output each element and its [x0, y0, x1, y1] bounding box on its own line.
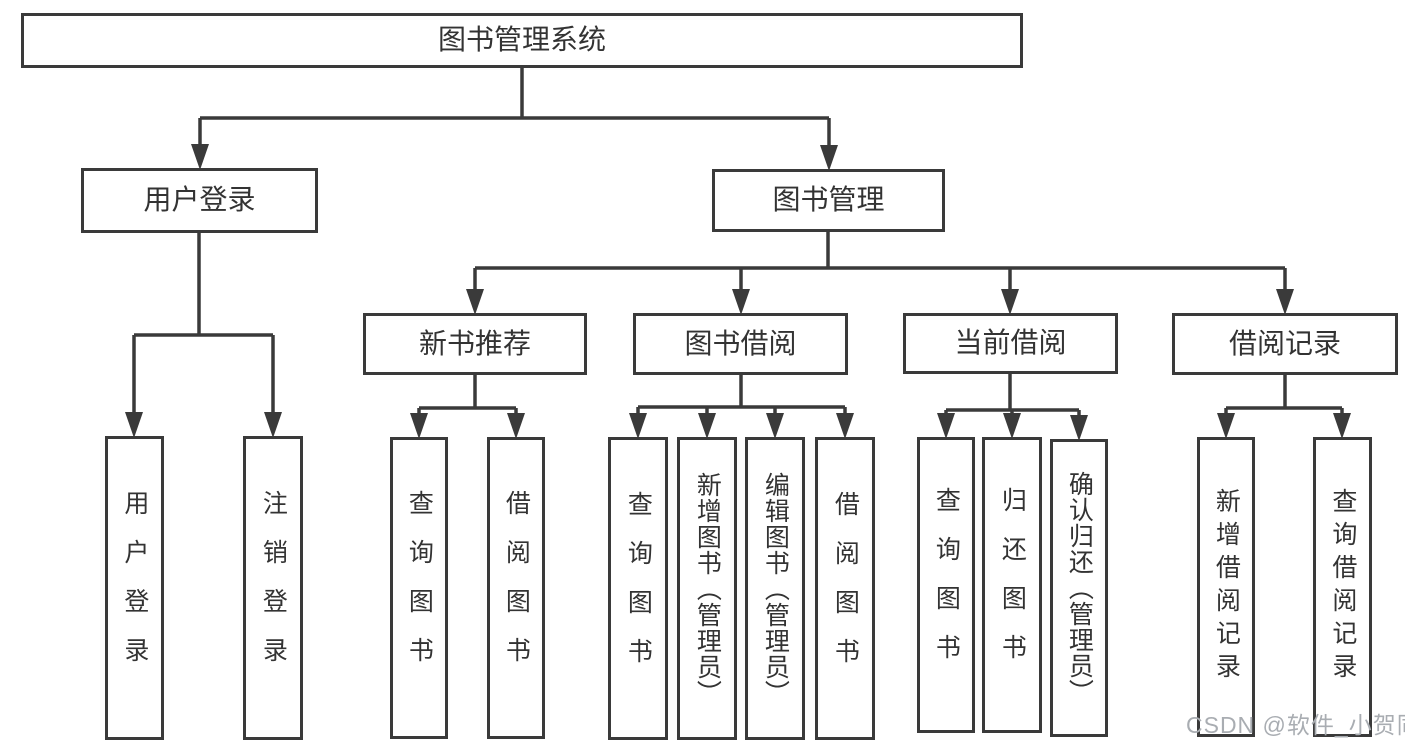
leaf-current-return-books: 归还图书	[982, 437, 1042, 733]
leaf-current-query-books: 查询图书	[917, 437, 975, 733]
leaf-newbook-borrow-books: 借阅图书	[487, 437, 545, 739]
leaf-record-query-borrow-record: 查询借阅记录	[1313, 437, 1372, 737]
node-root-library-system: 图书管理系统	[21, 13, 1023, 68]
leaf-record-add-borrow-record: 新增借阅记录	[1197, 437, 1255, 737]
node-current-borrowing: 当前借阅	[903, 313, 1118, 374]
leaf-borrow-edit-books-admin: 编辑图书（管理员）	[745, 437, 805, 740]
connector-newbook-to-leaves	[410, 375, 525, 439]
connector-userlogin-to-leaves	[125, 233, 282, 438]
connector-bookmgmt-to-level3	[466, 232, 1294, 315]
leaf-borrow-add-books-admin: 新增图书（管理员）	[677, 437, 737, 740]
connector-borrowrecord-to-leaves	[1217, 375, 1351, 439]
leaf-borrow-borrow-books: 借阅图书	[815, 437, 875, 740]
node-user-login: 用户登录	[81, 168, 318, 233]
node-book-management: 图书管理	[712, 169, 945, 232]
leaf-borrow-query-books: 查询图书	[608, 437, 668, 740]
leaf-newbook-query-books: 查询图书	[390, 437, 448, 739]
leaf-logout: 注销登录	[243, 436, 303, 740]
node-borrow-records: 借阅记录	[1172, 313, 1398, 375]
node-book-borrowing: 图书借阅	[633, 313, 848, 375]
connector-currentborrow-to-leaves	[937, 374, 1088, 441]
leaf-user-login: 用户登录	[105, 436, 164, 740]
connector-bookborrow-to-leaves	[629, 375, 854, 439]
node-new-book-recommend: 新书推荐	[363, 313, 587, 375]
leaf-current-confirm-return-admin: 确认归还（管理员）	[1050, 439, 1108, 737]
connector-root-to-level2	[191, 68, 838, 171]
csdn-watermark: CSDN @软件_小贺同学	[1186, 712, 1405, 738]
